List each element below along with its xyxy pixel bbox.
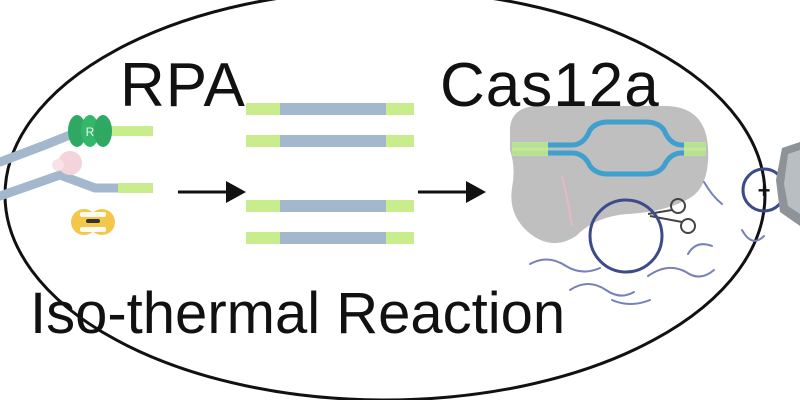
primer-top [100,126,153,136]
arrow-to-amplicons [178,181,246,203]
amplicon-strand [246,232,414,244]
svg-text:R: R [86,125,95,139]
reporter-probe-icon [529,181,765,305]
signal-plus-text: + [758,178,771,203]
cas12a-complex [510,105,709,244]
ssb-protein-icon [71,209,115,235]
detection-circle [588,198,664,274]
template-bottom-strand [0,170,125,201]
crrna-duplex [512,119,706,148]
amplicon-strand [246,200,414,212]
arrow-to-detection [418,181,486,203]
amplicon-strand [246,103,414,115]
amplicon-group-bottom [246,200,414,244]
recombinase-icon: R [68,115,112,147]
amplicon-group-top [246,103,414,147]
rpa-label: RPA [120,51,246,120]
polymerase-icon [52,151,82,175]
isothermal-reaction-label: Iso-thermal Reaction [30,281,566,346]
cas12a-label: Cas12a [440,51,660,120]
amplicon-strand [246,135,414,147]
primer-bottom [118,183,153,193]
